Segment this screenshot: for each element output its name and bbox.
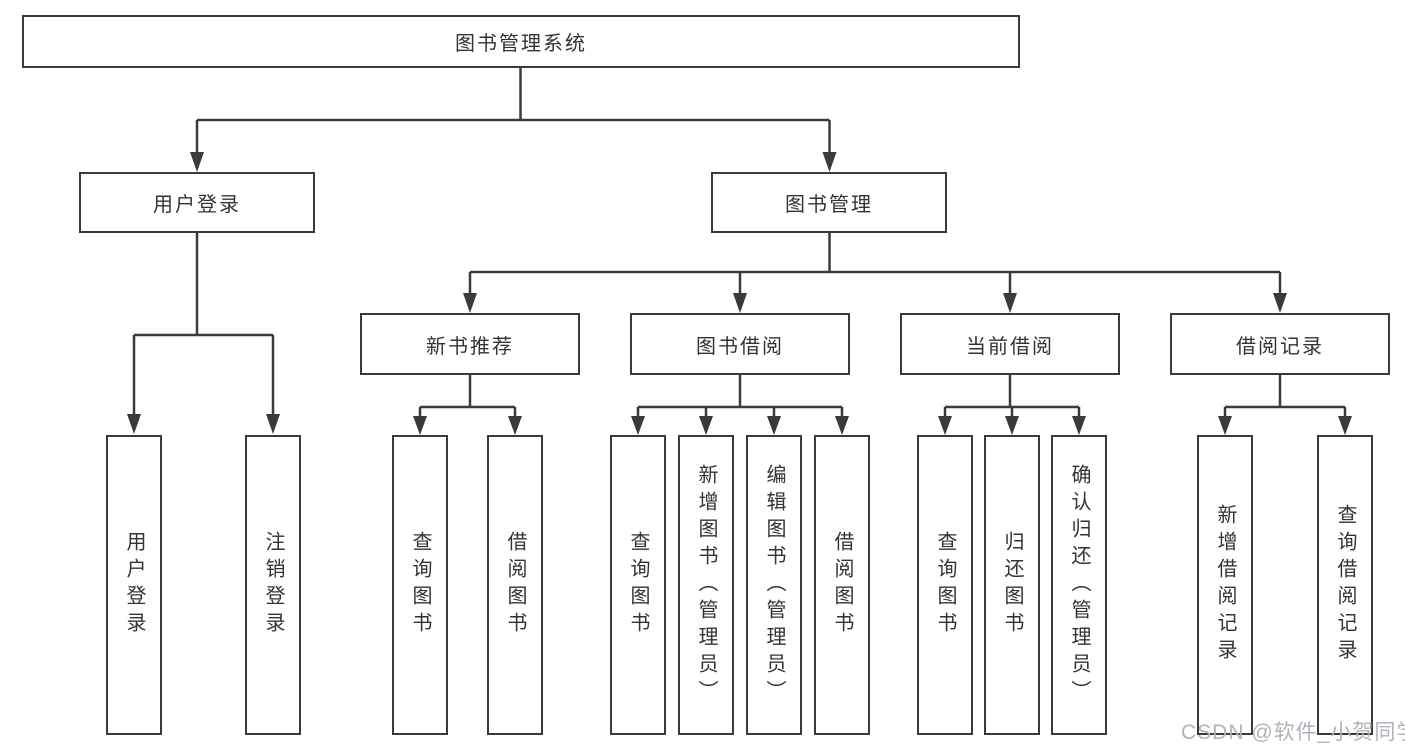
node-book-management: 图书管理 bbox=[711, 172, 947, 233]
leaf-confirm-return-admin: 确认归还（管理员） bbox=[1051, 435, 1107, 735]
node-root: 图书管理系统 bbox=[22, 15, 1020, 68]
leaf-recommend-query-books: 查询图书 bbox=[392, 435, 448, 735]
leaf-recommend-query-books-label: 查询图书 bbox=[409, 531, 431, 639]
leaf-borrow-query-books: 查询图书 bbox=[610, 435, 666, 735]
node-borrow-records: 借阅记录 bbox=[1170, 313, 1390, 375]
leaf-borrow-books-label: 借阅图书 bbox=[831, 531, 853, 639]
leaf-add-books-admin-label: 新增图书（管理员） bbox=[695, 463, 717, 707]
leaf-user-login: 用户登录 bbox=[106, 435, 162, 735]
leaf-current-query-books: 查询图书 bbox=[917, 435, 973, 735]
leaf-edit-books-admin-label: 编辑图书（管理员） bbox=[763, 463, 785, 707]
node-book-borrow: 图书借阅 bbox=[630, 313, 850, 375]
node-user-login-branch: 用户登录 bbox=[79, 172, 315, 233]
node-book-borrow-label: 图书借阅 bbox=[696, 335, 784, 358]
leaf-logout-label: 注销登录 bbox=[262, 531, 284, 639]
node-book-management-label: 图书管理 bbox=[785, 194, 873, 216]
node-root-label: 图书管理系统 bbox=[455, 33, 587, 55]
leaf-recommend-borrow-books-label: 借阅图书 bbox=[504, 531, 526, 639]
node-current-borrow-label: 当前借阅 bbox=[966, 335, 1054, 358]
leaf-add-books-admin: 新增图书（管理员） bbox=[678, 435, 734, 735]
watermark: CSDN @软件_小贺同学 bbox=[1181, 721, 1405, 744]
leaf-confirm-return-admin-label: 确认归还（管理员） bbox=[1068, 463, 1090, 707]
leaf-user-login-label: 用户登录 bbox=[123, 531, 145, 639]
node-new-book-recommend: 新书推荐 bbox=[360, 313, 580, 375]
leaf-query-borrow-record: 查询借阅记录 bbox=[1317, 435, 1373, 735]
leaf-query-borrow-record-label: 查询借阅记录 bbox=[1334, 504, 1356, 666]
leaf-return-books-label: 归还图书 bbox=[1001, 531, 1023, 639]
node-borrow-records-label: 借阅记录 bbox=[1236, 335, 1324, 358]
leaf-add-borrow-record: 新增借阅记录 bbox=[1197, 435, 1253, 735]
leaf-edit-books-admin: 编辑图书（管理员） bbox=[746, 435, 802, 735]
leaf-current-query-books-label: 查询图书 bbox=[934, 531, 956, 639]
leaf-borrow-books: 借阅图书 bbox=[814, 435, 870, 735]
leaf-borrow-query-books-label: 查询图书 bbox=[627, 531, 649, 639]
node-current-borrow: 当前借阅 bbox=[900, 313, 1120, 375]
leaf-recommend-borrow-books: 借阅图书 bbox=[487, 435, 543, 735]
node-new-book-recommend-label: 新书推荐 bbox=[426, 335, 514, 358]
leaf-add-borrow-record-label: 新增借阅记录 bbox=[1214, 504, 1236, 666]
leaf-logout: 注销登录 bbox=[245, 435, 301, 735]
leaf-return-books: 归还图书 bbox=[984, 435, 1040, 735]
node-user-login-branch-label: 用户登录 bbox=[153, 194, 241, 216]
